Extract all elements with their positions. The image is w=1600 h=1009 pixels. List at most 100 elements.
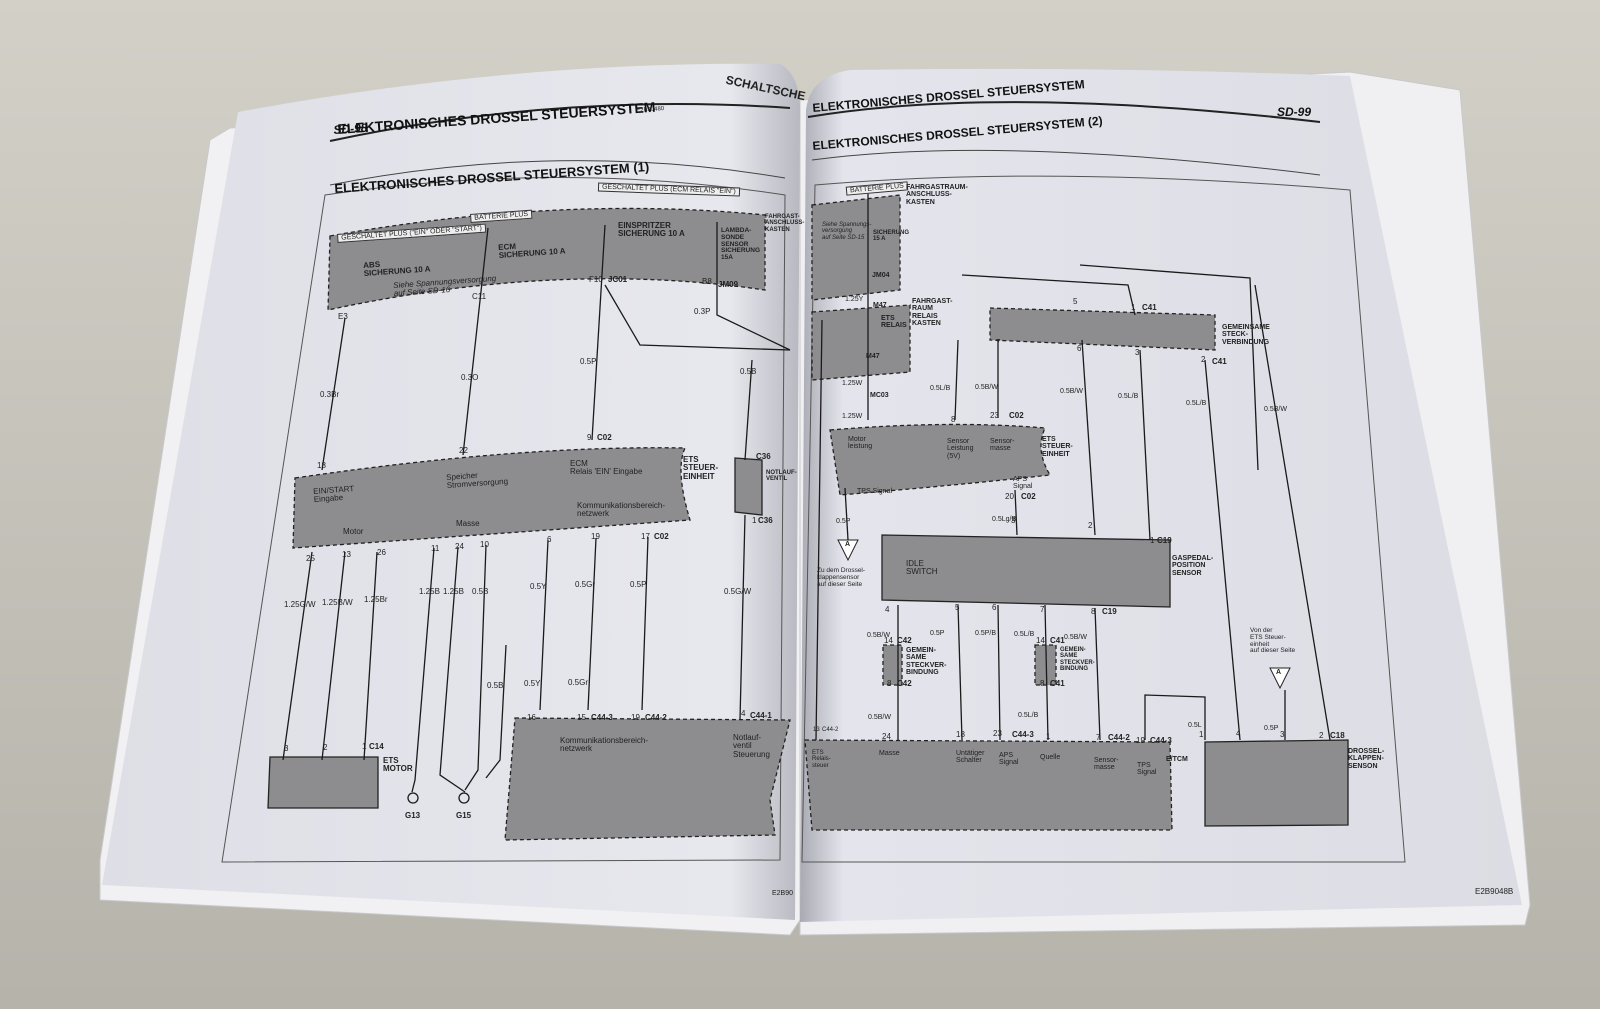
wire-label: 0.5L xyxy=(1188,722,1202,729)
ets-control-unit-label: ETS STEUER- EINHEIT xyxy=(683,455,719,481)
pin-label: 18 xyxy=(956,730,965,739)
wire-label: 0.5P xyxy=(1264,725,1279,732)
aps-signal-label: APS Signal xyxy=(1013,476,1033,491)
pin-label: 1 xyxy=(1150,536,1155,545)
fuse-15a-label: SICHERUNG 15 A xyxy=(873,230,910,243)
pin-label: 1 xyxy=(752,516,757,525)
connector-label: JC01 xyxy=(608,275,628,284)
wire-label: 0.5B/W xyxy=(975,384,998,391)
ets-relay-label: ETS RELAIS xyxy=(881,315,907,330)
connector-label: C42 xyxy=(897,636,912,645)
wire-label: 0.5P xyxy=(580,357,597,366)
connector-label: M47 xyxy=(873,302,887,309)
connector-label: C42 xyxy=(897,679,912,688)
wire-label: 0.5P xyxy=(930,630,945,637)
reference-a-label: A xyxy=(1276,669,1282,676)
wire-label: 1.25Br xyxy=(364,595,388,604)
pin-label: 4 xyxy=(885,605,890,614)
wire-label: 1.25W xyxy=(842,380,863,387)
can-network-label: Kommunikationsbereich- netzwerk xyxy=(577,501,666,519)
pin-label: 4 xyxy=(1236,729,1241,738)
connector-label: C44-2 xyxy=(1108,733,1130,742)
connector-label: B8 xyxy=(702,277,712,286)
ets-control-unit-label: ETS STEUER- EINHEIT xyxy=(1042,436,1073,458)
pin-label: 10 xyxy=(480,540,489,549)
idle-switch-pin-label: Untätiger Schalter xyxy=(956,750,985,765)
common-connector-c41-label: GEMEIN- SAME STECKVER- BINDUNG xyxy=(1060,647,1095,672)
left-diagram-frame xyxy=(221,177,786,863)
pin-label: 19 xyxy=(631,713,640,722)
ets-motor-label: ETS MOTOR xyxy=(383,756,413,774)
pin-label: 19 xyxy=(1136,736,1145,745)
connector-label: C19 xyxy=(1157,536,1172,545)
pin-label: 5 xyxy=(955,603,960,612)
pin-label: 8 xyxy=(951,415,956,424)
pin-label: 7 xyxy=(996,338,1001,347)
wire-label: 0.5L/B xyxy=(1018,712,1039,719)
pin-label: 14 xyxy=(1036,636,1045,645)
from-ets-unit-note: Von der ETS Steuer- einheit auf dieser S… xyxy=(1250,627,1296,655)
wire-label: 0.5L/B xyxy=(930,385,951,392)
pin-label: 3 xyxy=(1280,730,1285,739)
ets-relay-control-label: ETS Relais- steuer xyxy=(812,750,831,769)
pin-label: 25 xyxy=(306,554,315,563)
connector-label: M47 xyxy=(866,353,880,360)
pin-label: 2 xyxy=(323,743,328,752)
pin-label: 22 xyxy=(459,446,468,455)
right-page-number: SD-99 xyxy=(1277,105,1312,119)
pin-label: 2 xyxy=(1201,355,1206,364)
connector-label: C41 xyxy=(1212,357,1227,366)
aps-signal-pin-label: APS Signal xyxy=(999,752,1019,767)
pin-label: 19 xyxy=(591,532,600,541)
connector-label: C44-3 xyxy=(1150,736,1172,745)
connector-label: C11 xyxy=(472,292,487,301)
motor-label: Motor xyxy=(343,527,364,536)
emergency-valve-label: NOTLAUF- VENTIL xyxy=(766,470,797,483)
wire-label: 0.5B xyxy=(472,587,489,596)
wire-label: 0.5Lg/B xyxy=(992,516,1017,523)
connector-label: C02 xyxy=(654,532,669,541)
connector-label: C02 xyxy=(597,433,612,442)
right-diagram-frame xyxy=(801,175,1406,863)
wire-label: 0.3O xyxy=(461,373,479,382)
connector-label: JM04 xyxy=(872,272,890,279)
connector-label: C41 xyxy=(1050,636,1065,645)
wire-label: 0.5Gr xyxy=(568,678,589,687)
sensor-ground-pin-label: Sensor- masse xyxy=(1094,757,1119,772)
pin-label: 24 xyxy=(455,542,464,551)
etcm-label: E/TCM xyxy=(1166,756,1188,763)
pin-label: 7 xyxy=(1040,605,1045,614)
pin-label: 6 xyxy=(547,535,552,544)
wire-label: 0.5B xyxy=(740,367,757,376)
pin-label: 2 xyxy=(1319,731,1324,740)
ein-start-input-label: EIN/START Eingabe xyxy=(312,484,355,505)
pin-label: 7 xyxy=(1096,733,1101,742)
wire-label: 0.3Br xyxy=(320,390,340,399)
sensor-ground-label: Sensor- masse xyxy=(990,438,1015,453)
pin-label: 26 xyxy=(377,548,386,557)
tps-signal-pin-label: TPS Signal xyxy=(1137,762,1157,777)
passenger-relay-box-label: FAHRGAST- RAUM RELAIS KASTEN xyxy=(912,298,953,328)
left-header-rule xyxy=(329,103,791,142)
pin-label: 15 xyxy=(577,713,586,722)
wire-label: 1.25B xyxy=(443,587,464,596)
tps-signal-label: TPS Signal xyxy=(857,488,893,495)
pin-label: 2 xyxy=(1088,521,1093,530)
pin-label: 20 xyxy=(1005,492,1014,501)
wire-label: 0.5B/W xyxy=(868,714,891,721)
pin-label: 24 xyxy=(882,732,891,741)
pin-label: 14 xyxy=(884,636,893,645)
wire-label: 0.3P xyxy=(694,307,711,316)
right-title-rule xyxy=(811,149,1321,176)
connector-label: C36 xyxy=(756,452,771,461)
pin-label: 1 xyxy=(1046,732,1051,741)
connector-label: MC03 xyxy=(870,392,889,399)
to-throttle-sensor-note: Zu dem Drossel- klappensensor auf dieser… xyxy=(817,567,866,588)
connector-label: C36 xyxy=(758,516,773,525)
connector-label: C44-3 xyxy=(591,713,613,722)
pin-label: 13 xyxy=(813,727,820,733)
wire-label: 0.5B/W xyxy=(867,632,890,639)
lambda-fuse-label: LAMBDA- SONDE SENSOR SICHERUNG 15A xyxy=(721,227,761,262)
emergency-valve-control-label: Notlauf- ventil Steuerung xyxy=(733,733,770,759)
